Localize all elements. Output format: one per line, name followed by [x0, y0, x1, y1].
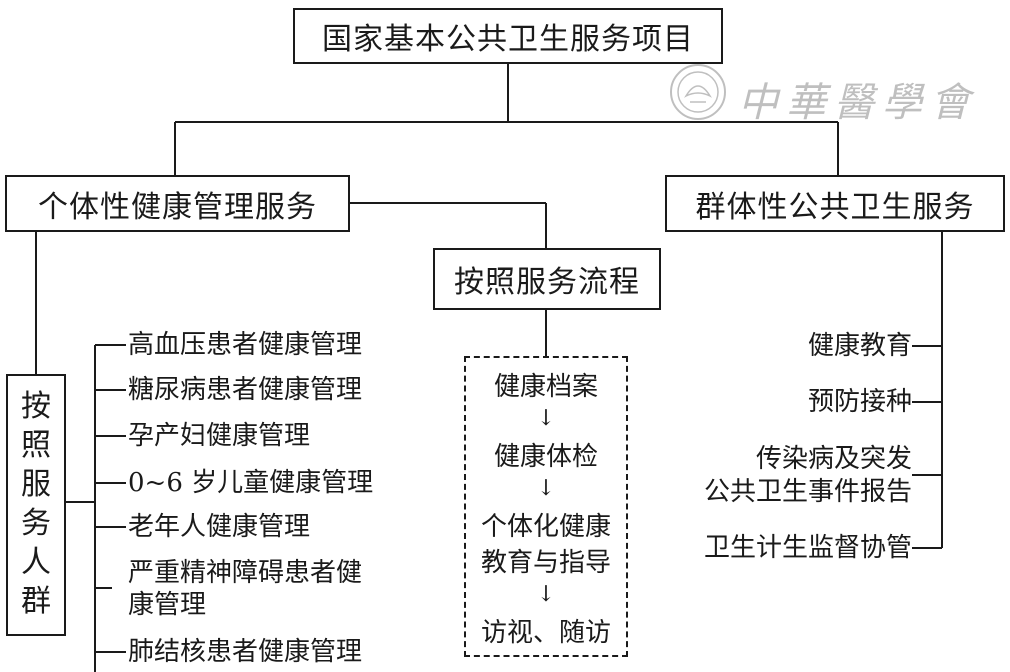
- population-service-item: 高血压患者健康管理: [128, 330, 363, 360]
- population-service-item: 糖尿病患者健康管理: [128, 375, 363, 405]
- population-char: 务: [21, 506, 51, 541]
- watermark-logo: 中華醫學會: [668, 62, 970, 126]
- population-char: 服: [21, 467, 51, 502]
- group-service-item: 预防接种: [807, 387, 912, 417]
- population-service-item: 老年人健康管理: [128, 512, 311, 542]
- root-box: 国家基本公共卫生服务项目: [293, 8, 723, 64]
- root-label: 国家基本公共卫生服务项目: [322, 22, 694, 57]
- flow-step: 教育与指导: [480, 548, 611, 578]
- population-char: 人: [21, 545, 51, 580]
- population-char: 群: [21, 584, 51, 619]
- group-service-item: 卫生计生监督协管: [703, 533, 912, 563]
- watermark-text: 中華醫學會: [738, 80, 978, 126]
- service-process-label: 按照服务流程: [454, 265, 640, 300]
- flow-step: 健康体检: [493, 442, 598, 472]
- population-service-item: 康管理: [128, 590, 207, 620]
- population-service-item: 0~6 岁儿童健康管理: [128, 468, 374, 498]
- flow-arrow-icon: ↓: [536, 406, 556, 431]
- population-service-item: 肺结核患者健康管理: [128, 637, 363, 667]
- individual-service-box: 个体性健康管理服务: [5, 175, 350, 232]
- service-process-box: 按照服务流程: [433, 248, 661, 310]
- flow-step: 健康档案: [493, 372, 598, 402]
- flow-step: 个体化健康: [480, 512, 611, 542]
- individual-service-label: 个体性健康管理服务: [38, 189, 317, 225]
- group-service-item: 传染病及突发: [755, 444, 912, 474]
- group-service-box: 群体性公共卫生服务: [665, 175, 1005, 232]
- population-service-item: 严重精神障碍患者健: [128, 558, 363, 588]
- population-char: 照: [21, 428, 51, 463]
- population-service-item: 孕产妇健康管理: [128, 421, 311, 451]
- population-box: 按 照 服 务 人 群: [6, 374, 66, 636]
- population-char: 按: [21, 389, 51, 424]
- flow-arrow-icon: ↓: [536, 476, 556, 501]
- flow-arrow-icon: ↓: [536, 582, 556, 607]
- society-seal-icon: [670, 64, 726, 120]
- flow-step: 访视、随访: [480, 618, 611, 648]
- service-flow-box: 健康档案 ↓ 健康体检 ↓ 个体化健康 教育与指导 ↓ 访视、随访: [464, 356, 628, 657]
- group-service-item: 公共卫生事件报告: [703, 477, 912, 507]
- group-service-label: 群体性公共卫生服务: [695, 189, 975, 225]
- group-service-item: 健康教育: [807, 331, 912, 361]
